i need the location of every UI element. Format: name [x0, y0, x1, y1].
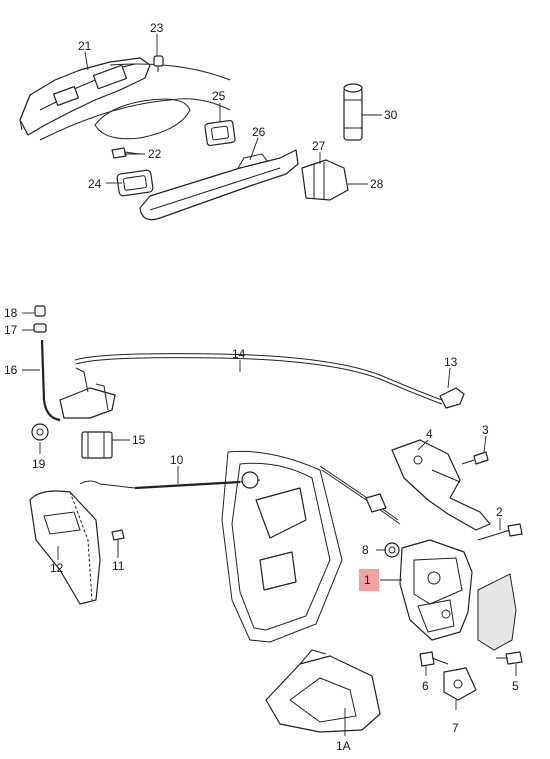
mount-plate — [477, 573, 517, 651]
lock-assembly-1 — [399, 539, 473, 641]
rod-16 — [40, 339, 61, 422]
inner-handle-12 — [29, 490, 101, 605]
door-frame — [221, 450, 343, 643]
label-15: 15 — [132, 433, 146, 447]
label-2: 2 — [496, 505, 503, 519]
label-21: 21 — [78, 39, 92, 53]
washer-8 — [384, 542, 400, 558]
connector-13 — [439, 387, 465, 409]
label-25: 25 — [212, 89, 226, 103]
cap-27-28 — [301, 159, 349, 201]
screw-23 — [153, 55, 164, 72]
label-12: 12 — [50, 561, 64, 575]
grommet-19 — [31, 423, 49, 441]
label-1a: 1A — [336, 739, 351, 753]
label-24: 24 — [88, 177, 102, 191]
label-23: 23 — [150, 21, 164, 35]
label-22: 22 — [148, 147, 162, 161]
label-26: 26 — [252, 125, 266, 139]
label-28: 28 — [370, 177, 384, 191]
bracket-4 — [391, 439, 491, 531]
bolt-2 — [477, 523, 523, 541]
screw-11 — [111, 529, 125, 552]
label-13: 13 — [444, 355, 458, 369]
label-4: 4 — [426, 427, 433, 441]
cover-1a — [265, 649, 381, 733]
label-19: 19 — [32, 457, 46, 471]
label-1: 1 — [364, 573, 371, 587]
label-14: 14 — [232, 347, 246, 361]
rod-link — [319, 465, 401, 525]
gasket-25 — [204, 119, 236, 147]
label-17: 17 — [4, 323, 18, 337]
screw-5 — [496, 651, 523, 665]
cable-10 — [79, 479, 261, 490]
screw-22 — [111, 147, 141, 159]
gasket-24 — [116, 169, 154, 197]
cylinder-30 — [343, 83, 363, 141]
clip-15 — [81, 431, 113, 459]
bolt-18-17 — [33, 305, 47, 333]
label-16: 16 — [4, 363, 18, 377]
striker-6-7 — [419, 651, 477, 701]
guide-bracket — [59, 367, 116, 419]
leader-lines — [22, 34, 517, 736]
cable-14 — [74, 353, 443, 405]
label-11: 11 — [112, 559, 125, 573]
part-labels: 23 21 25 26 30 22 27 24 28 18 17 16 14 1… — [4, 21, 519, 753]
label-7: 7 — [452, 721, 459, 735]
label-6: 6 — [422, 679, 429, 693]
label-1-highlight — [359, 569, 379, 591]
label-30: 30 — [384, 108, 398, 122]
recess-panel — [94, 98, 191, 140]
handle-bracket-21 — [19, 57, 231, 141]
pin-3 — [461, 451, 489, 465]
label-3: 3 — [482, 423, 489, 437]
pull-handle-26 — [139, 149, 299, 221]
label-8: 8 — [362, 543, 369, 557]
label-5: 5 — [512, 679, 519, 693]
label-10: 10 — [170, 453, 184, 467]
label-18: 18 — [4, 306, 18, 320]
label-27: 27 — [312, 139, 326, 153]
